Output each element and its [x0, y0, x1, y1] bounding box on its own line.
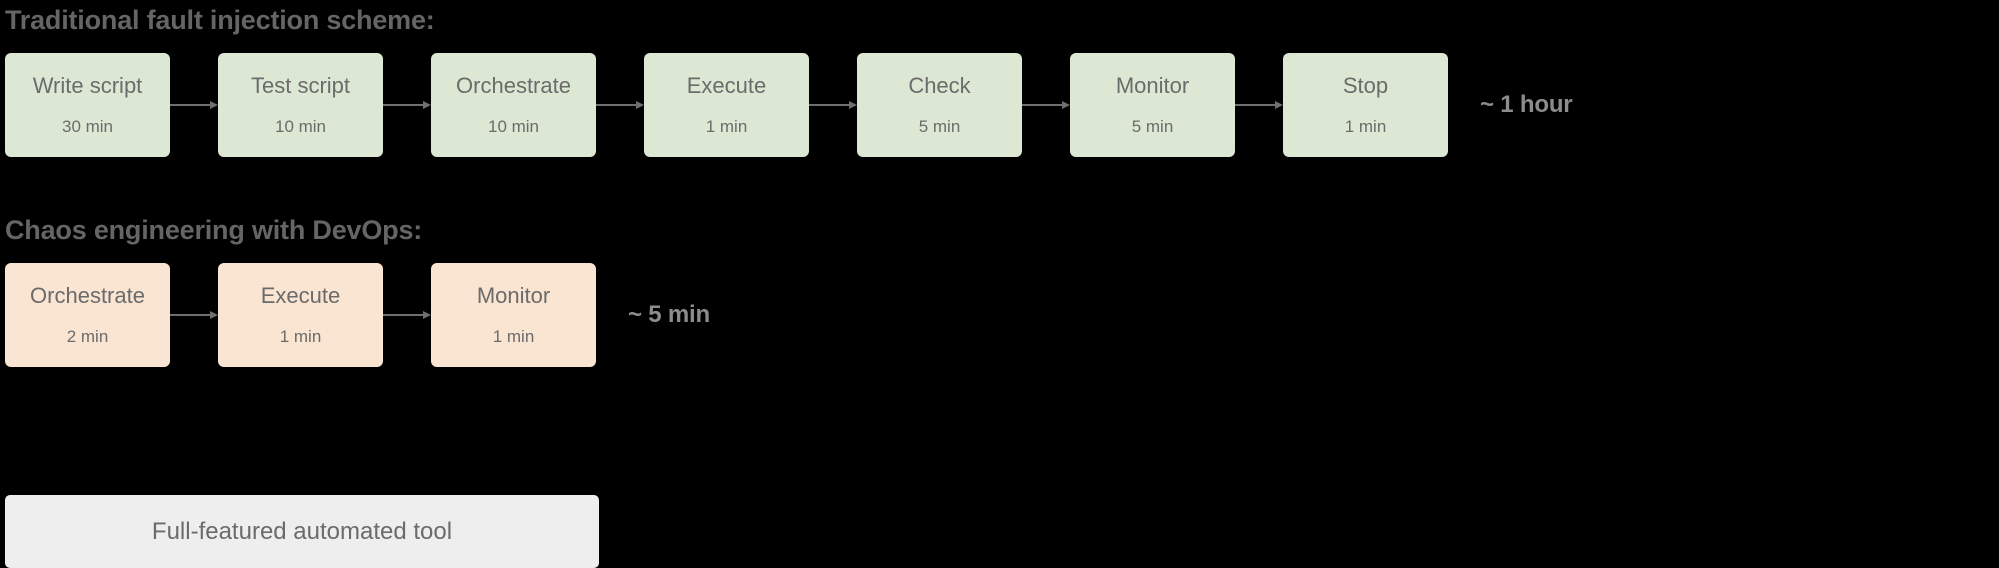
flow-arrow-icon: [1022, 101, 1070, 109]
step-label: Execute: [686, 73, 767, 98]
step-box-orchestrate[interactable]: Orchestrate 2 min: [5, 263, 170, 367]
flow-arrow-icon: [170, 311, 218, 319]
step-duration: 5 min: [918, 117, 961, 136]
step-label: Check: [908, 73, 971, 98]
step-label: Test script: [250, 73, 351, 98]
step-duration: 5 min: [1131, 117, 1174, 136]
step-label: Monitor: [1115, 73, 1190, 98]
step-duration: 1 min: [279, 327, 322, 346]
step-label: Orchestrate: [456, 73, 571, 98]
total-duration-traditional: ~ 1 hour: [1480, 91, 1573, 118]
step-label: Stop: [1342, 73, 1389, 98]
step-box-stop[interactable]: Stop 1 min: [1283, 53, 1448, 157]
step-label: Execute: [260, 283, 341, 308]
step-box-monitor[interactable]: Monitor 5 min: [1070, 53, 1235, 157]
step-box-execute[interactable]: Execute 1 min: [218, 263, 383, 367]
flow-arrow-icon: [383, 311, 431, 319]
step-box-orchestrate[interactable]: Orchestrate 10 min: [431, 53, 596, 157]
total-duration-chaos: ~ 5 min: [628, 301, 710, 328]
flow-arrow-icon: [170, 101, 218, 109]
section-title-traditional: Traditional fault injection scheme:: [5, 5, 435, 35]
flow-arrow-icon: [1235, 101, 1283, 109]
automated-tool-bar: Full-featured automated tool: [5, 495, 599, 568]
step-box-test-script[interactable]: Test script 10 min: [218, 53, 383, 157]
flow-arrow-icon: [383, 101, 431, 109]
step-box-monitor[interactable]: Monitor 1 min: [431, 263, 596, 367]
flow-row-chaos: Orchestrate 2 min Execute 1 min Monitor 1 min…: [5, 263, 710, 367]
step-box-execute[interactable]: Execute 1 min: [644, 53, 809, 157]
flow-arrow-icon: [809, 101, 857, 109]
step-duration: 1 min: [705, 117, 748, 136]
flow-arrow-icon: [596, 101, 644, 109]
automated-tool-label: Full-featured automated tool: [151, 517, 453, 545]
step-box-write-script[interactable]: Write script 30 min: [5, 53, 170, 157]
step-duration: 1 min: [1344, 117, 1387, 136]
step-duration: 10 min: [487, 117, 540, 136]
step-box-check[interactable]: Check 5 min: [857, 53, 1022, 157]
section-title-chaos: Chaos engineering with DevOps:: [5, 215, 423, 245]
step-label: Monitor: [476, 283, 551, 308]
step-duration: 2 min: [66, 327, 109, 346]
step-duration: 30 min: [61, 117, 114, 136]
step-duration: 10 min: [274, 117, 327, 136]
step-label: Write script: [32, 73, 143, 98]
step-duration: 1 min: [492, 327, 535, 346]
step-label: Orchestrate: [30, 283, 145, 308]
